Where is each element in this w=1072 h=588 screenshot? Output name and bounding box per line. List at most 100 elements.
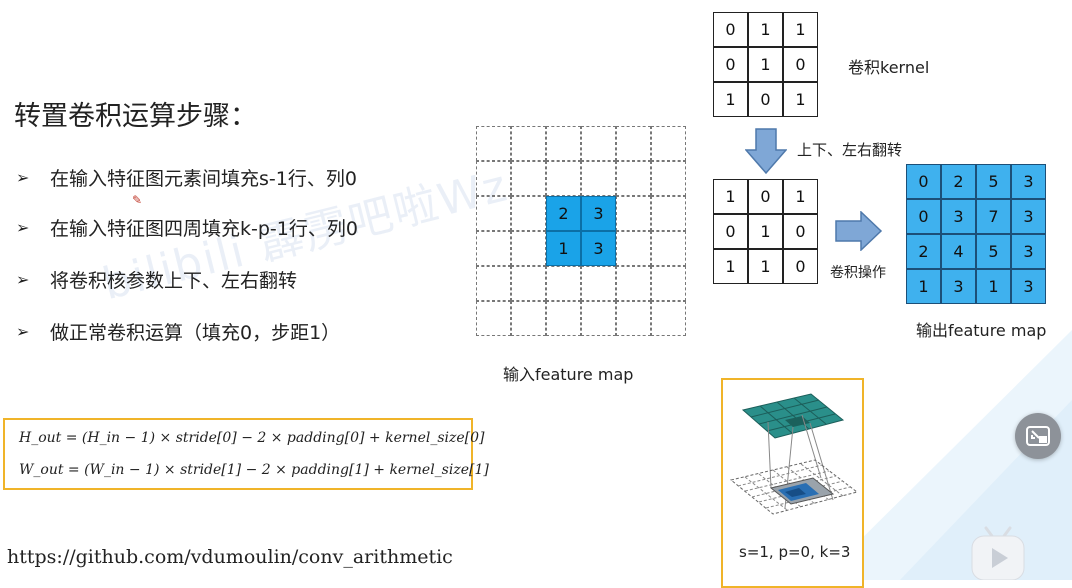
output-cell: 3 (1011, 234, 1046, 269)
padding-cell (616, 301, 651, 336)
output-cell: 3 (941, 199, 976, 234)
padding-cell (546, 161, 581, 196)
kernel-cell: 1 (713, 82, 748, 117)
formula-height: H_out = (H_in − 1) × stride[0] − 2 × pad… (19, 430, 485, 446)
source-link[interactable]: https://github.com/vdumoulin/conv_arithm… (7, 546, 453, 568)
formula-box: H_out = (H_in − 1) × stride[0] − 2 × pad… (3, 418, 489, 490)
output-cell: 4 (941, 234, 976, 269)
step-text: 将卷积核参数上下、左右翻转 (50, 269, 298, 292)
padding-cell (476, 161, 511, 196)
flipped-kernel-cell: 1 (748, 249, 783, 284)
conv-label: 卷积操作 (830, 265, 886, 281)
padding-cell (476, 196, 511, 231)
flipped-kernel-cell: 0 (783, 249, 818, 284)
kernel-cell: 1 (748, 12, 783, 47)
input-value-cell: 1 (546, 231, 581, 266)
step-item: ➢ 在输入特征图元素间填充s-1行、列0 (16, 160, 456, 194)
transposed-conv-illustration (729, 393, 859, 515)
padding-cell (511, 161, 546, 196)
formula-width: W_out = (W_in − 1) × stride[1] − 2 × pad… (19, 462, 489, 478)
step-item: ➢ 做正常卷积运算（填充0，步距1） (16, 314, 456, 348)
padding-cell (581, 301, 616, 336)
minimize-window-icon (1026, 426, 1050, 446)
padding-cell (616, 266, 651, 301)
output-cell: 0 (906, 199, 941, 234)
kernel-cell: 0 (748, 82, 783, 117)
step-text: 在输入特征图元素间填充s-1行、列0 (50, 167, 357, 190)
padding-cell (651, 196, 686, 231)
padding-cell (581, 266, 616, 301)
padding-cell (476, 301, 511, 336)
input-value-cell: 3 (581, 231, 616, 266)
output-cell: 1 (976, 269, 1011, 304)
output-cell: 5 (976, 234, 1011, 269)
flipped-kernel-cell: 1 (713, 249, 748, 284)
kernel-cell: 1 (748, 47, 783, 82)
convolve-arrow-icon (835, 211, 883, 251)
output-cell: 3 (1011, 164, 1046, 199)
output-cell: 2 (941, 164, 976, 199)
padding-cell (651, 231, 686, 266)
bullet-arrow-icon: ➢ (16, 321, 30, 341)
flipped-kernel-cell: 0 (748, 179, 783, 214)
padding-cell (476, 231, 511, 266)
padding-cell (651, 301, 686, 336)
padding-cell (651, 266, 686, 301)
flipped-kernel-cell: 0 (713, 214, 748, 249)
step-text: 做正常卷积运算（填充0，步距1） (50, 321, 341, 344)
flip-label: 上下、左右翻转 (797, 141, 903, 159)
input-value-cell: 3 (581, 196, 616, 231)
output-cell: 0 (906, 164, 941, 199)
flipped-kernel-cell: 1 (783, 179, 818, 214)
padding-cell (546, 301, 581, 336)
bullet-arrow-icon: ➢ (16, 167, 30, 187)
step-text: 在输入特征图四周填充k-p-1行、列0 (50, 217, 358, 240)
padding-cell (651, 126, 686, 161)
padding-cell (581, 126, 616, 161)
padding-cell (581, 161, 616, 196)
pen-cursor-icon: ✎ (132, 193, 143, 207)
padding-cell (616, 126, 651, 161)
padding-cell (616, 196, 651, 231)
output-cell: 3 (941, 269, 976, 304)
output-cell: 5 (976, 164, 1011, 199)
floating-window-button[interactable] (1015, 413, 1061, 459)
padding-cell (616, 231, 651, 266)
kernel-cell: 0 (713, 47, 748, 82)
output-cell: 7 (976, 199, 1011, 234)
padding-cell (511, 126, 546, 161)
kernel-cell: 0 (783, 47, 818, 82)
output-cell: 3 (1011, 269, 1046, 304)
play-icon (992, 548, 1008, 568)
kernel-cell: 0 (713, 12, 748, 47)
padding-cell (476, 126, 511, 161)
step-item: ➢ 在输入特征图四周填充k-p-1行、列0 (16, 210, 456, 244)
padding-cell (546, 266, 581, 301)
projection-lines (767, 414, 834, 509)
animation-caption: s=1, p=0, k=3 (739, 543, 851, 561)
padding-cell (511, 301, 546, 336)
input-plane (729, 459, 859, 515)
input-value-cell: 2 (546, 196, 581, 231)
padding-cell (511, 196, 546, 231)
step-item: ➢ 将卷积核参数上下、左右翻转 (16, 262, 456, 296)
padding-cell (511, 266, 546, 301)
padding-cell (651, 161, 686, 196)
bullet-arrow-icon: ➢ (16, 269, 30, 289)
flipped-kernel-cell: 1 (748, 214, 783, 249)
bullet-arrow-icon: ➢ (16, 217, 30, 237)
padding-cell (616, 161, 651, 196)
padding-cell (476, 266, 511, 301)
input-map-caption: 输入feature map (503, 365, 634, 384)
slide-title: 转置卷积运算步骤： (14, 101, 257, 132)
flipped-kernel-cell: 1 (713, 179, 748, 214)
player-badge[interactable] (968, 524, 1028, 580)
conv-animation-box: s=1, p=0, k=3 (721, 378, 864, 588)
flip-arrow-icon (745, 128, 787, 174)
padding-cell (511, 231, 546, 266)
kernel-cell: 1 (783, 82, 818, 117)
kernel-caption: 卷积kernel (848, 58, 930, 77)
